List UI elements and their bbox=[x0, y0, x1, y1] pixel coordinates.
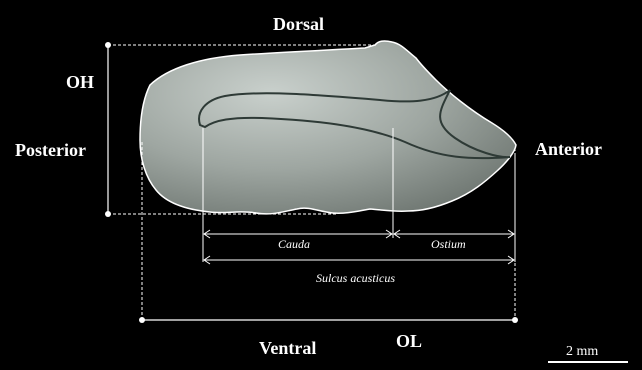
oh-bottom-dot bbox=[105, 211, 111, 217]
oh-label: OH bbox=[66, 73, 94, 91]
cauda-label: Cauda bbox=[278, 238, 310, 250]
ostium-label: Ostium bbox=[431, 238, 466, 250]
ol-right-dot bbox=[512, 317, 518, 323]
anterior-label: Anterior bbox=[535, 140, 602, 158]
ventral-label: Ventral bbox=[259, 339, 316, 357]
dorsal-label: Dorsal bbox=[273, 15, 324, 33]
oh-top-dot bbox=[105, 42, 111, 48]
ol-left-dot bbox=[139, 317, 145, 323]
ol-label: OL bbox=[396, 332, 422, 350]
posterior-label: Posterior bbox=[15, 141, 86, 159]
scale-bar-label: 2 mm bbox=[566, 345, 598, 359]
sulcus-acusticus-label: Sulcus acusticus bbox=[316, 272, 395, 284]
otolith-outline bbox=[140, 41, 516, 214]
